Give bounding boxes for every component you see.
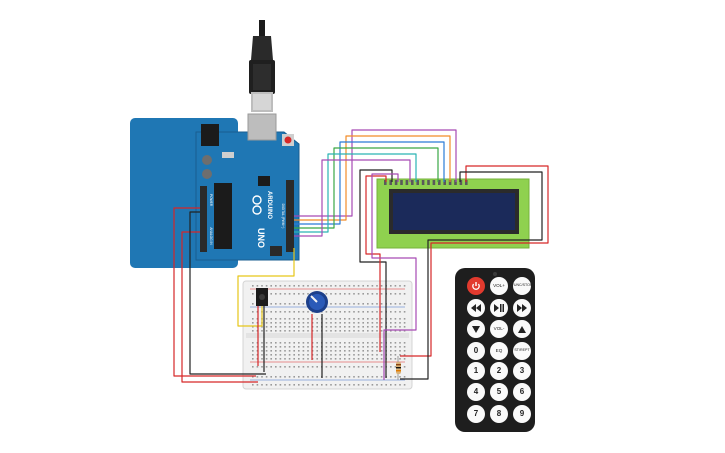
power-header-label: POWER (209, 194, 213, 207)
remote-button-zero[interactable]: 0 (467, 342, 485, 360)
wire-red-5v-2 (173, 207, 256, 377)
remote-button-label: ST/REPT (514, 348, 530, 353)
remote-button-label: 6 (519, 387, 525, 396)
lcd-pin (438, 180, 441, 185)
breadboard (242, 280, 413, 390)
lcd-pin (384, 180, 387, 185)
remote-button-four[interactable]: 4 (467, 383, 485, 401)
wire-blue-d4 (294, 141, 445, 225)
remote-button-eq[interactable]: EQ (490, 342, 508, 360)
lcd-pin (411, 180, 414, 185)
resistor (396, 356, 401, 380)
remote-button-nine[interactable]: 9 (513, 405, 531, 423)
remote-button-vol-minus[interactable]: VOL- (490, 320, 508, 338)
skip-back-icon (471, 304, 481, 312)
remote-button-label: 3 (519, 366, 525, 375)
lcd-pin (427, 180, 430, 185)
wire-purple-lcd-contrast (371, 173, 417, 380)
wire-red-lcd-vcc (400, 165, 549, 357)
remote-button-label: 1 (473, 366, 479, 375)
remote-button-label: 9 (519, 409, 525, 418)
wire-yellow-ir-signal (237, 248, 295, 327)
remote-button-vol-plus[interactable]: VOL+ (490, 277, 508, 295)
remote-button-up[interactable] (513, 320, 531, 338)
board-model-label: UNO (256, 228, 266, 248)
lcd-pin (459, 180, 463, 185)
wire-black-gnd (189, 211, 266, 375)
usb-cable (249, 20, 275, 112)
wires (173, 129, 549, 383)
remote-button-label: 4 (473, 387, 479, 396)
remote-button-label: 8 (496, 409, 502, 418)
lcd-pin (389, 180, 392, 185)
lcd-pin (405, 180, 409, 185)
play-pause-icon (494, 304, 504, 312)
wire-teal-d11 (294, 153, 417, 233)
remote-button-one[interactable]: 1 (467, 362, 485, 380)
lcd-pin (432, 180, 436, 185)
remote-button-down[interactable] (467, 320, 485, 338)
remote-button-st-rept[interactable]: ST/REPT (513, 342, 531, 360)
wire-black-lcd-gnd (400, 171, 543, 380)
remote-button-label: VOL- (493, 325, 505, 331)
remote-button-prev[interactable] (467, 299, 485, 317)
wire-orange-d3 (294, 135, 451, 221)
lcd-pin (394, 180, 398, 185)
lcd-module (376, 178, 530, 249)
remote-button-three[interactable]: 3 (513, 362, 531, 380)
lcd-pin (465, 180, 468, 185)
remote-button-label: 7 (473, 409, 479, 418)
wire-red-lcd-backlight (365, 175, 387, 352)
remote-button-label: 5 (496, 387, 502, 396)
remote-button-two[interactable]: 2 (490, 362, 508, 380)
remote-button-label: 2 (496, 366, 502, 375)
remote-button-label: 0 (473, 346, 479, 355)
lcd-pin (448, 180, 452, 185)
lcd-pin (400, 180, 403, 185)
arrow-down-icon (472, 325, 480, 333)
remote-button-play-pause[interactable] (490, 299, 508, 317)
remote-button-label: FUNC/STOP (511, 283, 533, 288)
wire-black-lcd-rw (359, 169, 393, 378)
remote-button-eight[interactable]: 8 (490, 405, 508, 423)
arrow-up-icon (518, 325, 526, 333)
lcd-pin (443, 180, 446, 185)
remote-button-next[interactable] (513, 299, 531, 317)
potentiometer (306, 291, 328, 313)
wire-purple-d2 (294, 129, 457, 217)
lcd-pin (421, 180, 425, 185)
remote-button-five[interactable]: 5 (490, 383, 508, 401)
ir-receiver (256, 288, 268, 306)
board-brand-label: ARDUINO (266, 191, 272, 219)
power-icon (471, 281, 481, 291)
lcd-pin-header (384, 180, 468, 185)
arduino-board: ARDUINO UNO DIGITAL (PWM~) POWER ANALOG … (195, 113, 300, 261)
remote-button-func-stop[interactable]: FUNC/STOP (511, 277, 533, 295)
lcd-pin (416, 180, 419, 185)
wire-purple-d12 (294, 159, 411, 237)
remote-button-label: VOL+ (493, 282, 505, 288)
remote-button-power[interactable] (467, 277, 485, 295)
remote-button-seven[interactable]: 7 (467, 405, 485, 423)
skip-forward-icon (517, 304, 527, 312)
remote-button-six[interactable]: 6 (513, 383, 531, 401)
digital-header-label: DIGITAL (PWM~) (281, 204, 285, 229)
wire-green-d5 (294, 147, 439, 229)
wire-red-5v (181, 231, 258, 383)
analog-header-label: ANALOG IN (209, 227, 213, 245)
remote-button-label: EQ (495, 347, 503, 353)
lcd-pin (454, 180, 457, 185)
